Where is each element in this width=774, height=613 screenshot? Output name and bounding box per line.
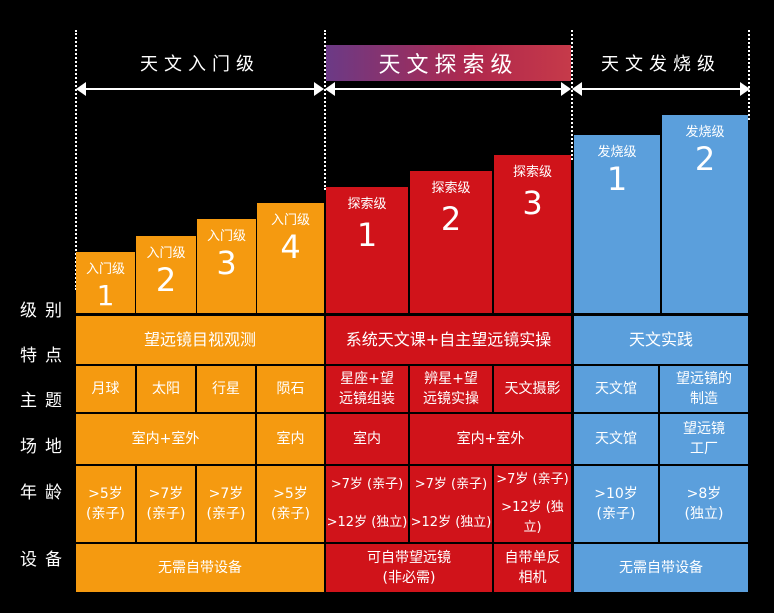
step-beginner-3: 入门级 3 [197, 219, 256, 313]
divider-line-beginner-explore [324, 30, 326, 190]
age-beginner-4: >5岁 (亲子) [257, 466, 324, 542]
step-fever-2: 发烧级 2 [662, 115, 748, 313]
feature-fever: 天文实践 [574, 316, 748, 364]
equipment-beginner: 无需自带设备 [76, 544, 324, 592]
theme-star-id-operation: 辨星+望 远镜实操 [410, 366, 492, 412]
theme-moon: 月球 [76, 366, 135, 412]
divider-line-right [748, 30, 750, 120]
age-line-family: >7岁 (亲子) [496, 472, 569, 487]
row-label-theme: 主题 [20, 391, 70, 411]
theme-constellation-assembly: 星座+望 远镜组装 [326, 366, 408, 412]
beginner-level-title: 天文入门级 [140, 54, 260, 75]
step-label: 入门级 [146, 246, 186, 261]
feature-explore: 系统天文课+自主望远镜实操 [326, 316, 571, 364]
row-label-age: 年龄 [20, 483, 70, 503]
age-line-family: >7岁 (亲子) [330, 477, 404, 492]
age-line-family: >7岁 (亲子) [414, 477, 488, 492]
step-label: 入门级 [206, 229, 246, 244]
equipment-explore-telescope: 可自带望远镜 (非必需) [326, 544, 492, 592]
theme-meteorite: 陨石 [257, 366, 324, 412]
step-label: 探索级 [347, 197, 387, 212]
age-beginner-2: >7岁 (亲子) [137, 466, 195, 542]
step-number: 1 [606, 160, 628, 198]
row-label-venue: 场地 [20, 437, 70, 457]
age-beginner-1: >5岁 (亲子) [76, 466, 135, 542]
theme-telescope-making: 望远镜的 制造 [660, 366, 748, 412]
step-label: 入门级 [85, 262, 125, 277]
venue-explore-indoor-outdoor: 室内+室外 [410, 414, 571, 464]
explore-range-arrow [325, 82, 571, 96]
step-label: 入门级 [270, 213, 310, 228]
age-fever-2: >8岁 (独立) [660, 466, 748, 542]
step-fever-1: 发烧级 1 [574, 135, 660, 313]
step-beginner-4: 入门级 4 [257, 203, 324, 313]
age-explore-1: >7岁 (亲子) >12岁 (独立) [326, 466, 408, 542]
step-number: 2 [694, 140, 716, 178]
row-label-feature: 特点 [20, 346, 70, 366]
age-line-independent: >12岁 (独立) [501, 500, 564, 535]
step-label: 发烧级 [685, 125, 725, 140]
age-explore-3: >7岁 (亲子) >12岁 (独立) [494, 466, 571, 542]
venue-beginner-indoor: 室内 [257, 414, 324, 464]
age-line-independent: >12岁 (独立) [326, 515, 408, 530]
step-number: 2 [155, 261, 177, 299]
step-label: 探索级 [512, 165, 552, 180]
step-label: 发烧级 [597, 145, 637, 160]
divider-line-left [75, 30, 77, 290]
step-number: 2 [440, 200, 462, 238]
step-explore-3: 探索级 3 [494, 155, 571, 313]
step-explore-1: 探索级 1 [326, 187, 408, 313]
row-label-level: 级别 [20, 301, 70, 321]
age-fever-1: >10岁 (亲子) [574, 466, 658, 542]
row-label-equipment: 设备 [20, 550, 70, 570]
fever-level-title: 天文发烧级 [601, 54, 721, 75]
age-explore-2: >7岁 (亲子) >12岁 (独立) [410, 466, 492, 542]
step-beginner-1: 入门级 1 [76, 252, 135, 313]
venue-telescope-factory: 望远镜 工厂 [660, 414, 748, 464]
theme-planet: 行星 [197, 366, 255, 412]
age-line-independent: >12岁 (独立) [410, 515, 492, 530]
explore-level-title: 天文探索级 [326, 45, 571, 81]
equipment-fever: 无需自带设备 [574, 544, 748, 592]
step-number: 3 [216, 244, 237, 282]
venue-planetarium: 天文馆 [574, 414, 658, 464]
feature-beginner: 望远镜目视观测 [76, 316, 324, 364]
step-number: 1 [96, 279, 115, 312]
age-beginner-3: >7岁 (亲子) [197, 466, 255, 542]
step-beginner-2: 入门级 2 [136, 236, 196, 313]
theme-planetarium: 天文馆 [574, 366, 658, 412]
venue-explore-indoor: 室内 [326, 414, 408, 464]
equipment-explore-camera: 自带单反 相机 [494, 544, 571, 592]
theme-sun: 太阳 [137, 366, 195, 412]
step-number: 4 [280, 228, 301, 266]
beginner-range-arrow [76, 82, 324, 96]
step-explore-2: 探索级 2 [410, 171, 492, 313]
step-label: 探索级 [431, 181, 471, 196]
step-number: 1 [356, 216, 378, 254]
venue-beginner-indoor-outdoor: 室内+室外 [76, 414, 255, 464]
theme-astrophotography: 天文摄影 [494, 366, 571, 412]
fever-range-arrow [572, 82, 750, 96]
step-number: 3 [522, 184, 543, 222]
